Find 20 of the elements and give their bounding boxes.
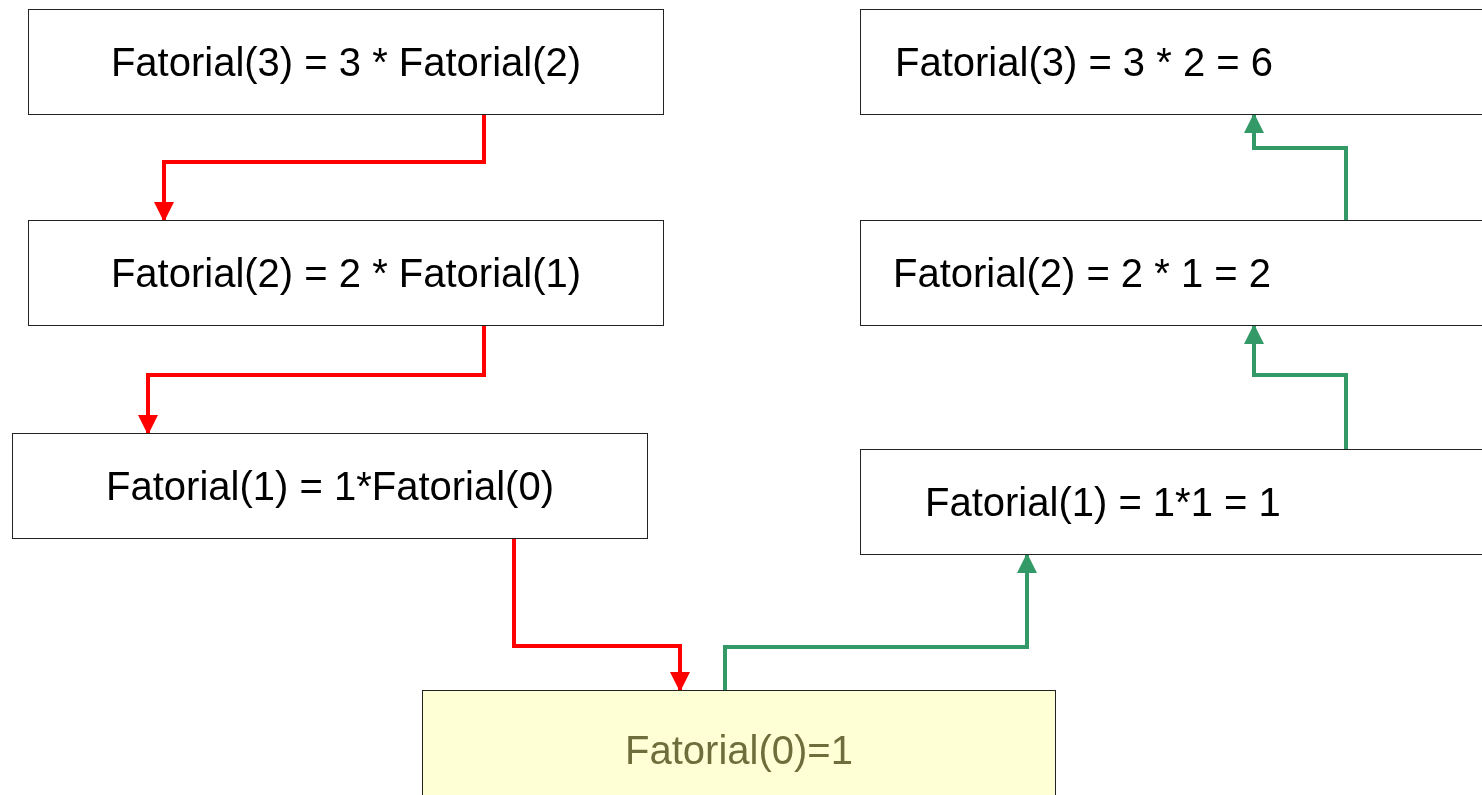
- box-label: Fatorial(3) = 3 * 2 = 6: [895, 39, 1273, 85]
- process-box: [28, 220, 664, 326]
- arrow: [154, 115, 486, 222]
- process-box: [28, 9, 664, 115]
- process-box: [860, 220, 1482, 326]
- box-label: Fatorial(1) = 1*Fatorial(0): [106, 463, 554, 509]
- box-label: Fatorial(2) = 2 * Fatorial(1): [110, 250, 582, 296]
- box-label: Fatorial(1) = 1*1 = 1: [925, 479, 1281, 525]
- arrow: [723, 553, 1037, 690]
- arrow: [138, 326, 486, 435]
- base-case-box: [422, 690, 1056, 795]
- process-box: [860, 449, 1482, 555]
- process-box: [12, 433, 648, 539]
- box-label: Fatorial(0)=1: [625, 727, 853, 773]
- box-label: Fatorial(2) = 2 * 1 = 2: [893, 250, 1271, 296]
- arrow: [512, 539, 690, 692]
- arrow: [1244, 324, 1348, 449]
- process-box: [860, 9, 1482, 115]
- box-label: Fatorial(3) = 3 * Fatorial(2): [110, 39, 582, 85]
- arrow: [1244, 113, 1348, 220]
